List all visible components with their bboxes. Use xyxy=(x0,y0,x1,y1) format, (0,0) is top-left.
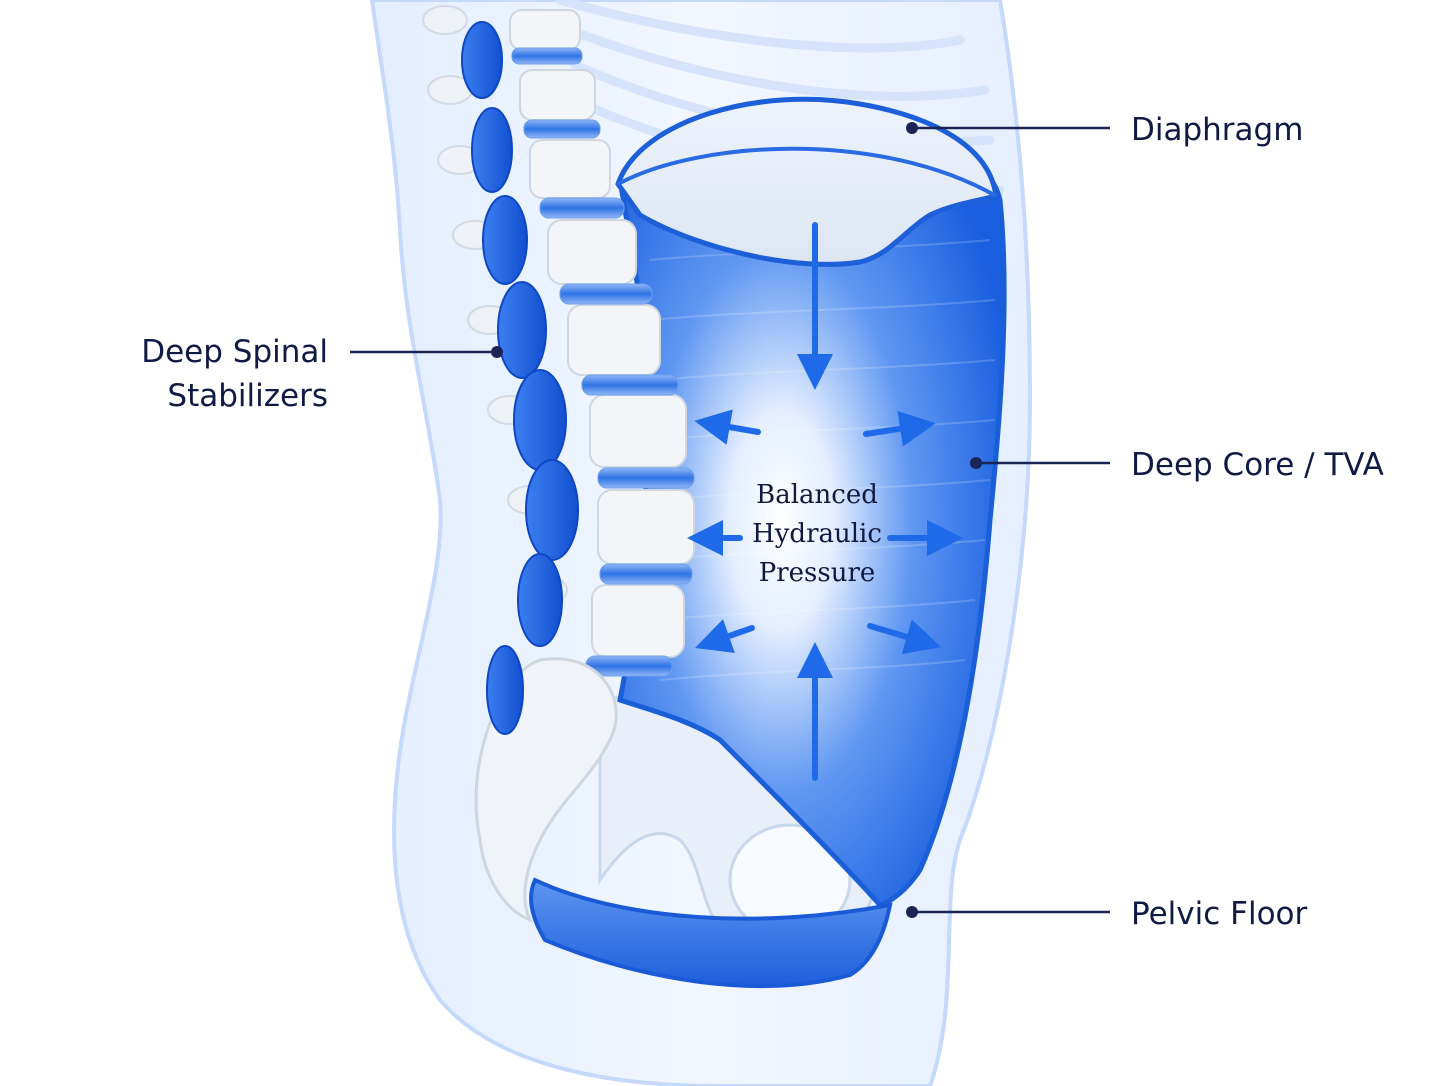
label-pelvic-floor: Pelvic Floor xyxy=(1131,896,1308,932)
label-spinal-line1: Deep Spinal xyxy=(141,334,328,370)
arrow-right-upper xyxy=(863,410,936,447)
pressure-arrows xyxy=(687,222,963,781)
pelvic-floor-sling xyxy=(529,877,893,988)
center-line2: Hydraulic xyxy=(752,519,882,549)
arrow-right-lower xyxy=(867,619,942,655)
leader-dots xyxy=(491,122,982,918)
center-line1: Balanced xyxy=(756,480,878,510)
dot-deep-core xyxy=(970,457,982,469)
arrow-left-upper xyxy=(694,409,761,445)
label-diaphragm: Diaphragm xyxy=(1131,112,1304,148)
muscle-fibres xyxy=(649,239,996,681)
dot-diaphragm xyxy=(906,122,918,134)
center-pressure-text: Balanced Hydraulic Pressure xyxy=(700,476,934,593)
dot-pelvic-floor xyxy=(906,906,918,918)
leader-lines xyxy=(350,126,1110,914)
deep-spinal-stabilizers xyxy=(461,21,579,735)
spinal-column xyxy=(422,5,695,923)
center-line3: Pressure xyxy=(758,558,876,588)
label-deep-spinal-stabilizers: Deep Spinal Stabilizers xyxy=(110,330,328,418)
dot-spinal xyxy=(491,346,503,358)
arrow-left-lower xyxy=(695,619,755,654)
label-deep-core: Deep Core / TVA xyxy=(1131,447,1384,483)
diaphragm-dome xyxy=(615,96,999,267)
label-spinal-line2: Stabilizers xyxy=(167,378,328,414)
